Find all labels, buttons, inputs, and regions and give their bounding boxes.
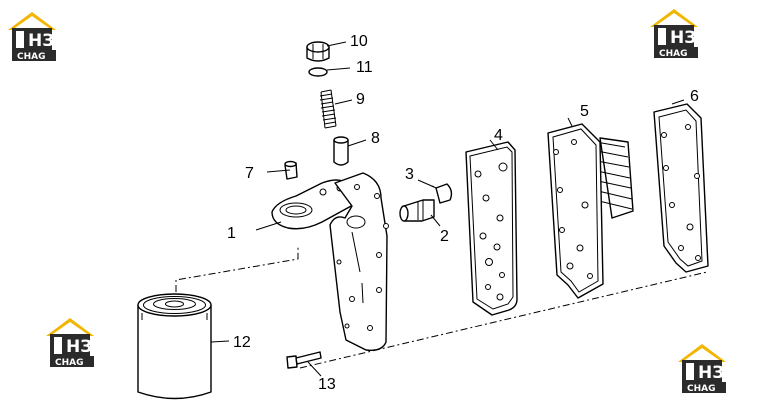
callout-2: 2 bbox=[440, 228, 449, 245]
gasket-part bbox=[465, 141, 518, 316]
callout-3: 3 bbox=[405, 166, 414, 183]
leader-11 bbox=[326, 67, 351, 71]
centerline-filter bbox=[175, 246, 299, 292]
leader-10 bbox=[326, 41, 347, 47]
callout-1: 1 bbox=[227, 225, 236, 242]
watermark-word: CHAG bbox=[687, 384, 716, 394]
callout-13: 13 bbox=[318, 376, 336, 393]
o-ring-part bbox=[308, 67, 328, 77]
oil-filter-part bbox=[137, 293, 212, 400]
watermark-logo-bottom-right: НЗ CHAG bbox=[678, 344, 726, 394]
watermark-mark: НЗ bbox=[670, 28, 696, 48]
plug-part bbox=[284, 160, 298, 180]
leader-8 bbox=[347, 139, 367, 147]
filter-head-part bbox=[271, 172, 389, 352]
callout-7: 7 bbox=[245, 165, 254, 182]
rear-gasket-part bbox=[653, 103, 709, 273]
watermark-word: CHAG bbox=[659, 49, 688, 59]
callout-9: 9 bbox=[356, 91, 365, 108]
watermark-logo-top-left: НЗ CHAG bbox=[8, 12, 56, 62]
leader-1 bbox=[255, 221, 282, 231]
oil-cooler-part bbox=[547, 123, 634, 299]
leader-13 bbox=[307, 361, 322, 377]
cap-part bbox=[306, 41, 330, 62]
callout-5: 5 bbox=[580, 103, 589, 120]
watermark-word: CHAG bbox=[55, 358, 84, 368]
callout-6: 6 bbox=[690, 88, 699, 105]
leader-4 bbox=[489, 139, 499, 151]
leader-7 bbox=[266, 169, 291, 173]
watermark-mark: НЗ bbox=[66, 337, 92, 357]
watermark-logo-bottom-left: НЗ CHAG bbox=[46, 318, 94, 368]
spring-part bbox=[319, 89, 337, 129]
watermark-word: CHAG bbox=[17, 52, 46, 62]
leader-9 bbox=[334, 99, 353, 105]
leader-3 bbox=[417, 179, 435, 188]
centerline-bolts bbox=[299, 271, 708, 369]
watermark-mark: НЗ bbox=[28, 31, 54, 51]
callout-10: 10 bbox=[350, 33, 368, 50]
callout-8: 8 bbox=[371, 130, 380, 147]
pin-part bbox=[431, 183, 453, 204]
watermark-logo-top-right: НЗ CHAG bbox=[650, 9, 698, 59]
callout-11: 11 bbox=[356, 59, 373, 76]
watermark-mark: НЗ bbox=[698, 363, 724, 383]
leader-12 bbox=[210, 340, 230, 343]
leader-2 bbox=[430, 214, 441, 227]
leader-6 bbox=[671, 99, 685, 105]
valve-body-part bbox=[399, 199, 435, 222]
valve-sleeve-part bbox=[333, 136, 349, 166]
leader-5 bbox=[567, 117, 573, 127]
bolt-part bbox=[286, 351, 322, 369]
callout-4: 4 bbox=[494, 127, 503, 144]
callout-12: 12 bbox=[233, 334, 251, 351]
